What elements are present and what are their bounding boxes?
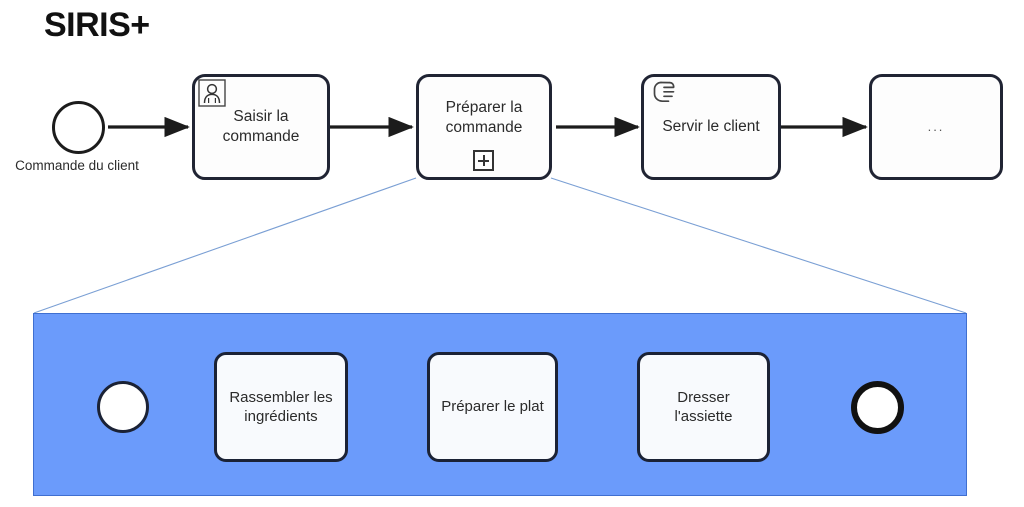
task-label: ... <box>927 118 945 134</box>
guide-line-left <box>33 177 417 314</box>
task-label: Préparer le plat <box>441 398 544 416</box>
subtask-rassembler-les-ingredients[interactable]: Rassembler les ingrédients <box>214 352 348 462</box>
plus-icon[interactable] <box>473 150 494 171</box>
task-label: Dresser l'assiette <box>674 388 733 425</box>
start-event[interactable] <box>52 101 105 154</box>
guide-line-right <box>550 177 967 314</box>
task-continuation[interactable]: ... <box>869 74 1003 180</box>
subprocess-start-event[interactable] <box>97 381 149 433</box>
subprocess-end-event[interactable] <box>851 381 904 434</box>
subtask-preparer-le-plat[interactable]: Préparer le plat <box>427 352 558 462</box>
task-label: Saisir la commande <box>222 108 300 145</box>
task-label: Servir le client <box>662 118 760 136</box>
task-label: Préparer la commande <box>445 99 523 136</box>
task-label: Rassembler les ingrédients <box>229 388 333 425</box>
page-title: SIRIS+ <box>44 6 150 44</box>
user-icon <box>198 79 226 107</box>
start-event-label: Commande du client <box>15 158 139 173</box>
subtask-dresser-l-assiette[interactable]: Dresser l'assiette <box>637 352 770 462</box>
hand-icon <box>653 81 675 103</box>
